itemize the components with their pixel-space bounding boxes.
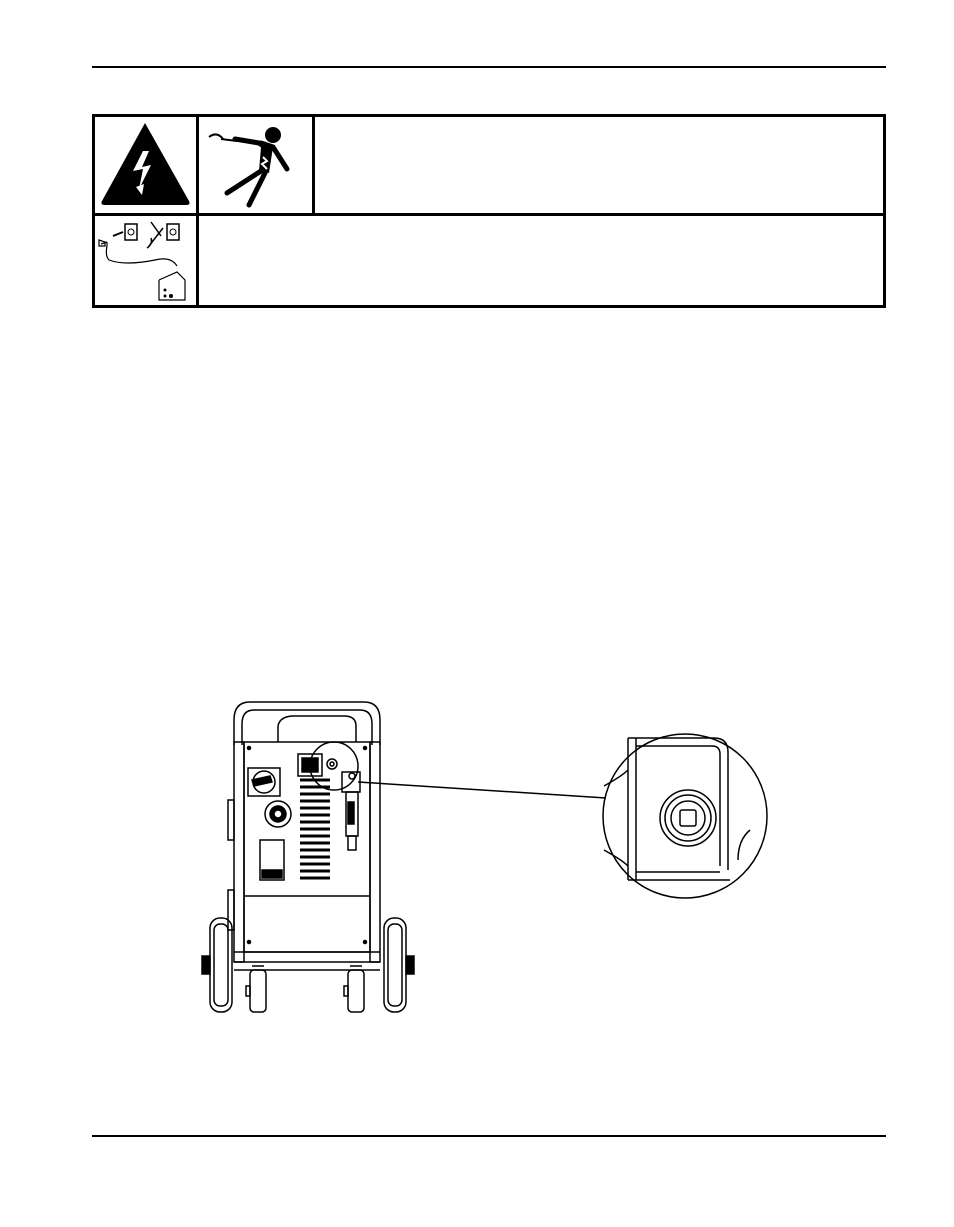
- electric-shock-warning-icon: [101, 123, 190, 205]
- person-cell: [199, 117, 315, 216]
- plug-cell: [95, 216, 199, 305]
- footer-rule: [92, 1135, 886, 1137]
- electrocution-person-icon: [208, 127, 290, 208]
- unplug-power-icon: [98, 221, 186, 301]
- detail-magnifier-circle: [602, 733, 768, 899]
- machine-figure: [190, 690, 790, 1030]
- welding-machine-rear-view: [201, 701, 768, 1013]
- warning-text-1: [315, 117, 883, 216]
- warning-box: [92, 114, 886, 308]
- header-rule: [92, 66, 886, 68]
- warning-text-2: [199, 216, 883, 305]
- triangle-cell: [95, 117, 199, 216]
